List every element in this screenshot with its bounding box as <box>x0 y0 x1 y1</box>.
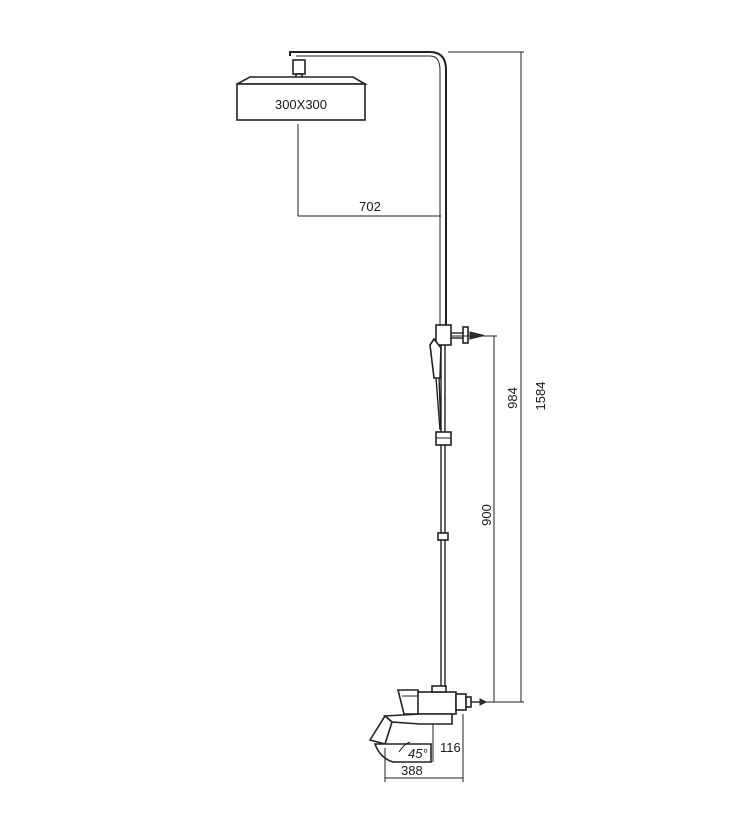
shower-head-size-label: 300X300 <box>275 97 327 112</box>
hand-shower <box>429 337 442 431</box>
spout-angle-label: 45° <box>408 746 428 761</box>
slide-holder <box>435 431 452 446</box>
spout-projection-label: 388 <box>401 763 423 778</box>
spout-projection-dimension <box>384 714 464 782</box>
rain-shower-head <box>236 59 368 121</box>
outlet-height-dimension <box>484 335 497 702</box>
upper-connector <box>435 324 485 346</box>
pipe-coupling <box>437 532 449 541</box>
riser-pipe <box>289 51 447 690</box>
total-height-dimension <box>448 51 524 703</box>
total-height-label: 1584 <box>533 382 548 411</box>
holder-height-label: 900 <box>479 504 494 526</box>
arm-reach-label: 702 <box>359 199 381 214</box>
bath-mixer <box>368 685 488 763</box>
mixer-offset-label: 116 <box>440 740 461 755</box>
arm-reach-dimension <box>297 124 441 217</box>
outlet-height-label: 984 <box>505 387 520 409</box>
